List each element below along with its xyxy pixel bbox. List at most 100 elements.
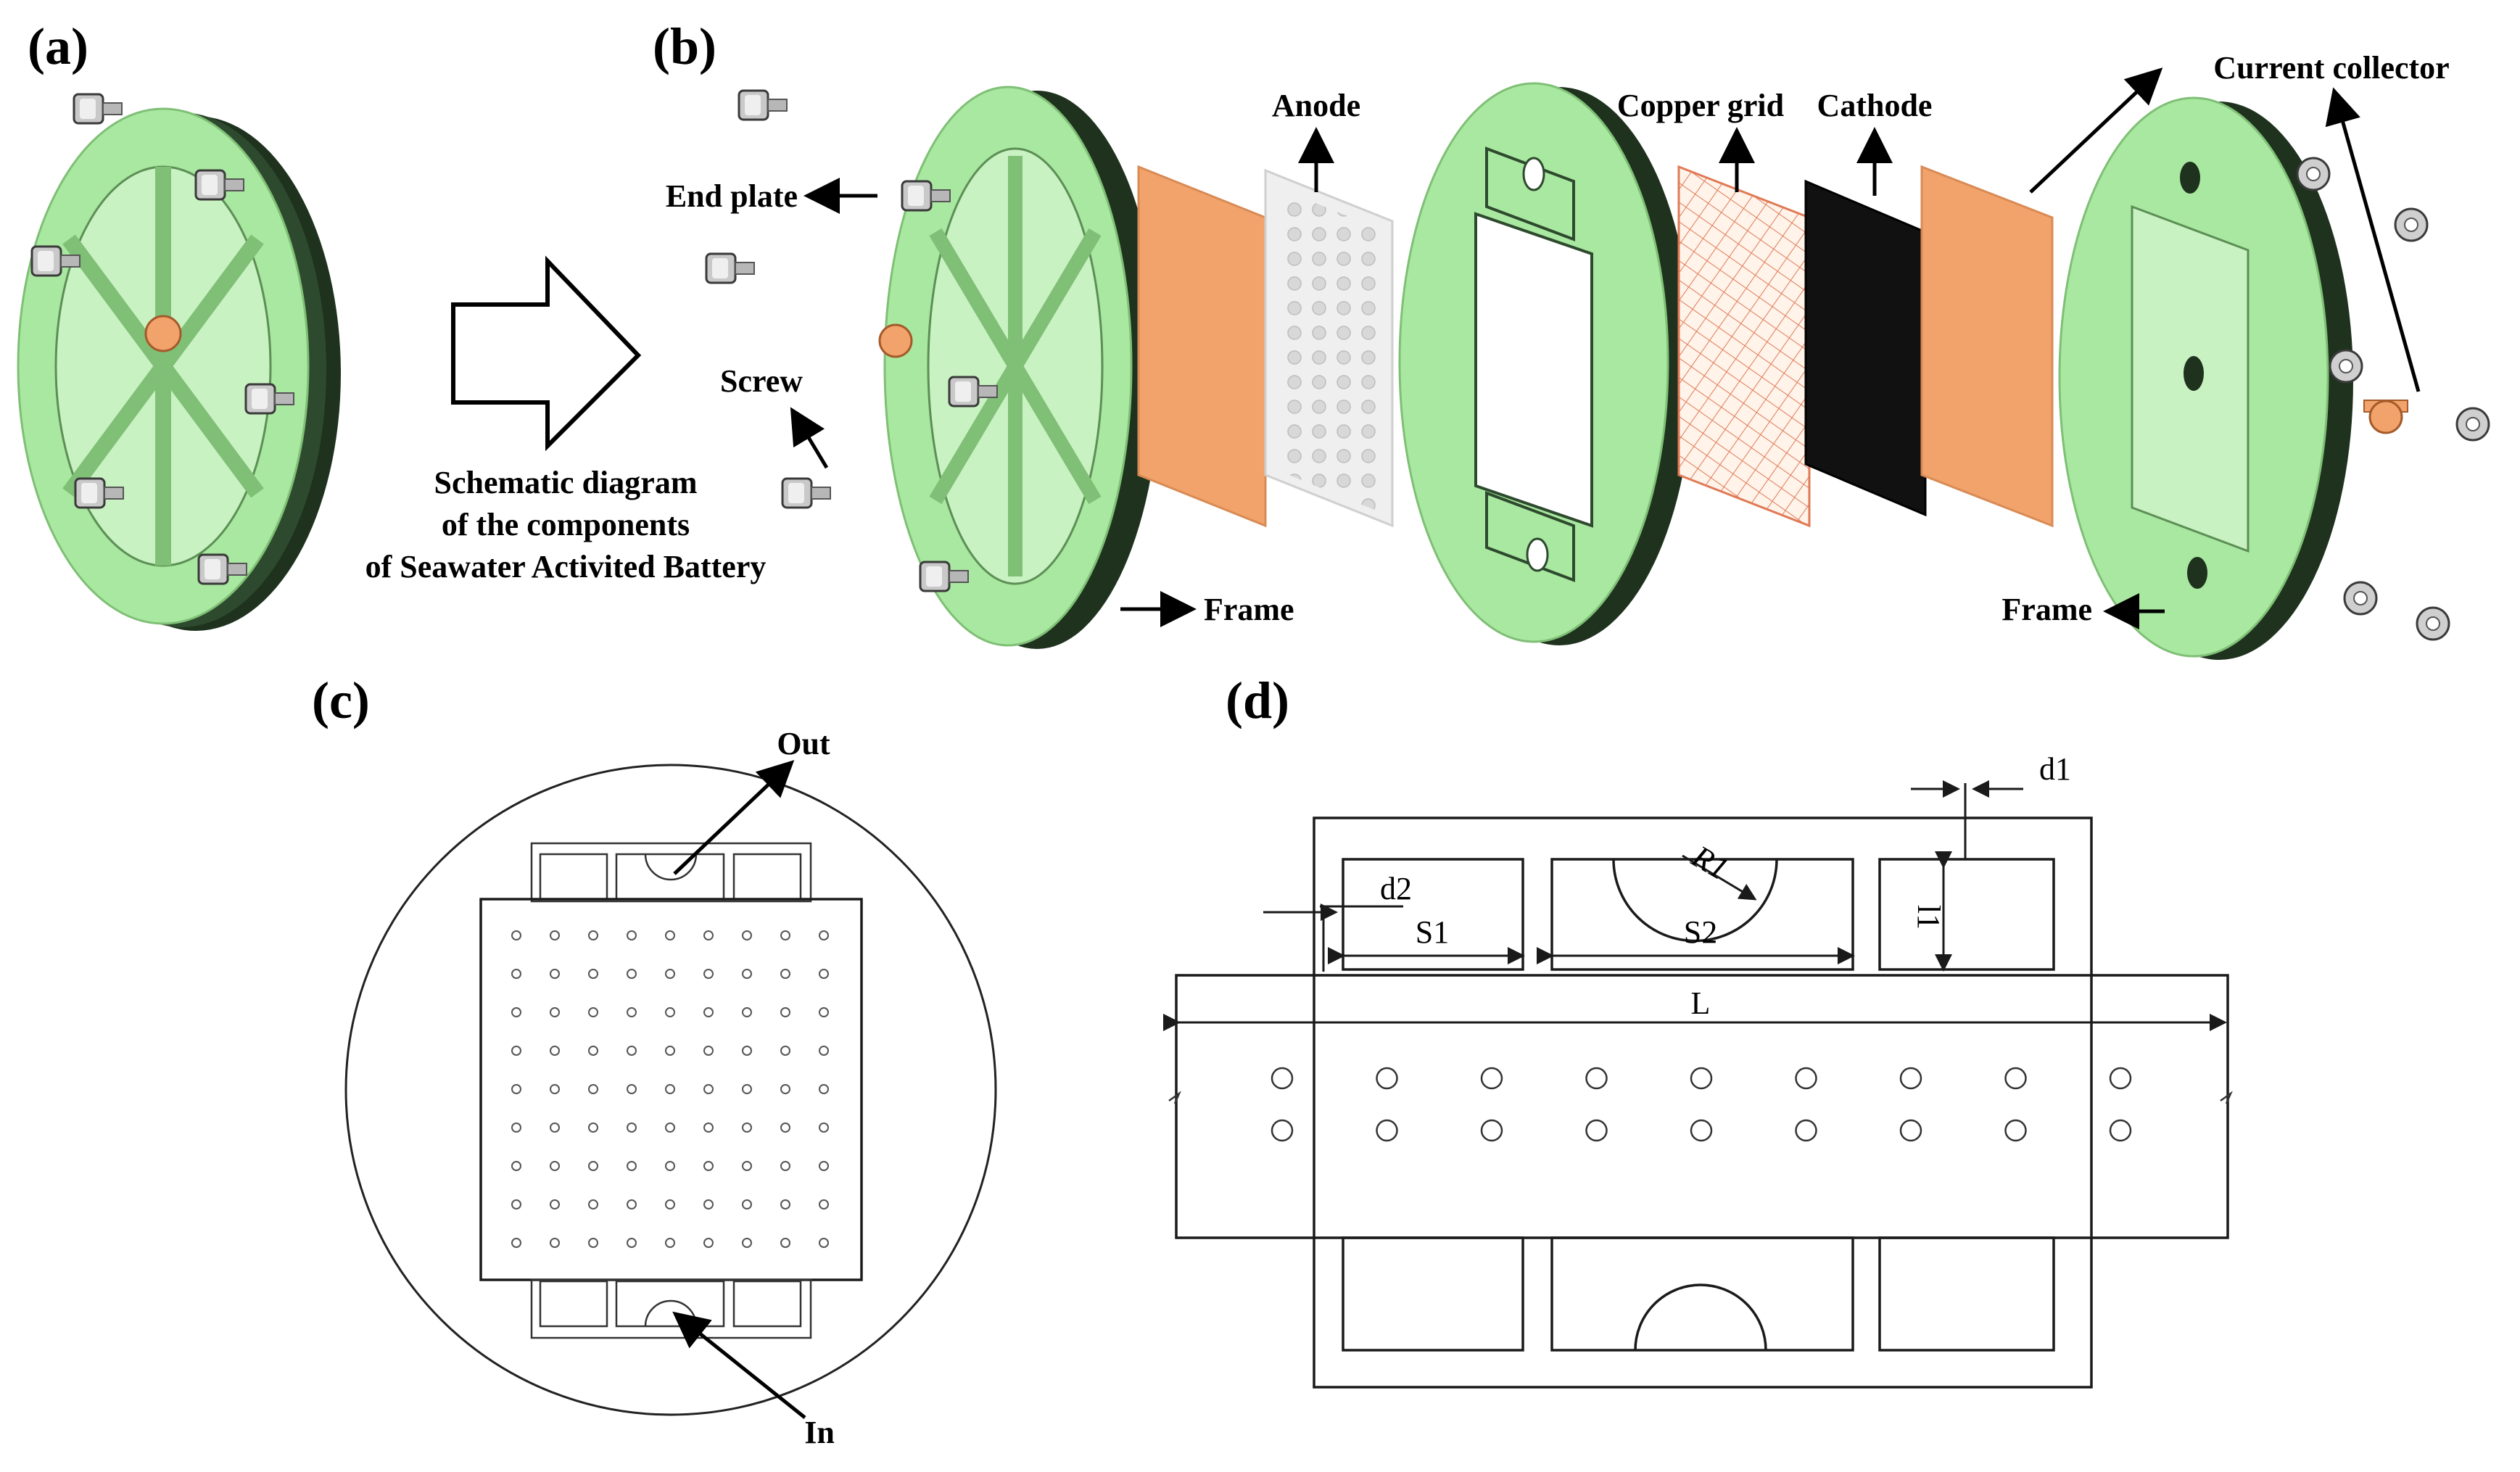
hole bbox=[780, 1046, 790, 1056]
hole bbox=[819, 1084, 829, 1094]
hole bbox=[511, 969, 521, 979]
hole bbox=[665, 1046, 675, 1056]
hole bbox=[588, 1122, 598, 1133]
hole bbox=[665, 1161, 675, 1171]
hole bbox=[1480, 1119, 1503, 1142]
hole bbox=[780, 1161, 790, 1171]
hole bbox=[780, 1199, 790, 1210]
screw-arrow bbox=[790, 407, 829, 469]
hole bbox=[819, 1122, 829, 1133]
assembled-battery bbox=[17, 93, 341, 631]
panel-label-c: (c) bbox=[312, 671, 370, 729]
current-collector-arrow-1 bbox=[2029, 67, 2163, 194]
hole bbox=[627, 1238, 637, 1248]
hole bbox=[550, 1084, 560, 1094]
hole bbox=[703, 1046, 714, 1056]
hole bbox=[819, 969, 829, 979]
right-frame bbox=[2058, 96, 2353, 660]
hole bbox=[588, 1238, 598, 1248]
hole bbox=[703, 1007, 714, 1017]
current-collector-arrow-2 bbox=[2325, 87, 2421, 392]
out-arrow bbox=[673, 760, 795, 875]
hole bbox=[1795, 1067, 1817, 1090]
dim-s1-label: S1 bbox=[1416, 914, 1449, 950]
middle-frame bbox=[1398, 82, 1693, 645]
caption-line-2: of the components bbox=[442, 507, 690, 542]
hole bbox=[665, 1238, 675, 1248]
anode-label: Anode bbox=[1272, 88, 1360, 123]
hole bbox=[703, 1084, 714, 1094]
hole bbox=[703, 1238, 714, 1248]
hole bbox=[819, 1199, 829, 1210]
hole bbox=[742, 1007, 752, 1017]
hole bbox=[665, 1007, 675, 1017]
end-plate bbox=[878, 86, 1160, 649]
cathode bbox=[1804, 179, 1927, 517]
hole bbox=[703, 969, 714, 979]
hole bbox=[665, 930, 675, 940]
hole bbox=[588, 1084, 598, 1094]
dim-s2-label: S2 bbox=[1684, 914, 1717, 950]
panel-label-a: (a) bbox=[28, 17, 88, 75]
hole bbox=[1376, 1119, 1398, 1142]
hole bbox=[1271, 1119, 1294, 1142]
hole bbox=[511, 1161, 521, 1171]
hole bbox=[2109, 1119, 2132, 1142]
hole bbox=[627, 969, 637, 979]
hole bbox=[511, 1046, 521, 1056]
hole bbox=[742, 930, 752, 940]
hole bbox=[742, 1161, 752, 1171]
hole bbox=[703, 930, 714, 940]
hole bbox=[627, 1007, 637, 1017]
dim-d2-label: d2 bbox=[1380, 871, 1412, 906]
hole bbox=[511, 1238, 521, 1248]
hole bbox=[550, 1199, 560, 1210]
hole bbox=[780, 1007, 790, 1017]
hole bbox=[627, 1046, 637, 1056]
hole bbox=[511, 1122, 521, 1133]
hole bbox=[627, 1199, 637, 1210]
dim-d1-label: d1 bbox=[2039, 751, 2071, 787]
hole bbox=[780, 930, 790, 940]
hole bbox=[1690, 1119, 1713, 1142]
hole bbox=[742, 1199, 752, 1210]
screw-icon bbox=[705, 252, 756, 284]
hole bbox=[742, 1122, 752, 1133]
hole bbox=[627, 1084, 637, 1094]
hole bbox=[780, 1238, 790, 1248]
hole bbox=[550, 1122, 560, 1133]
hole bbox=[1795, 1119, 1817, 1142]
hole bbox=[703, 1161, 714, 1171]
frame-right-label: Frame bbox=[2001, 592, 2092, 627]
hole bbox=[1585, 1067, 1608, 1090]
hole bbox=[550, 969, 560, 979]
hole bbox=[742, 1238, 752, 1248]
hole bbox=[665, 1199, 675, 1210]
caption-line-3: of Seawater Activited Battery bbox=[365, 549, 767, 584]
screw-label: Screw bbox=[720, 363, 803, 399]
hole bbox=[2109, 1067, 2132, 1090]
hole bbox=[1899, 1067, 1922, 1090]
out-label: Out bbox=[777, 726, 830, 761]
dim-l-label: L bbox=[1691, 985, 1711, 1021]
hole bbox=[550, 1007, 560, 1017]
panel-label-b: (b) bbox=[653, 17, 716, 75]
hole bbox=[819, 930, 829, 940]
hole bbox=[703, 1122, 714, 1133]
hole bbox=[665, 969, 675, 979]
hole bbox=[550, 1046, 560, 1056]
anode-hole-grid bbox=[511, 930, 829, 1248]
hole bbox=[627, 1122, 637, 1133]
hole bbox=[819, 1007, 829, 1017]
hole bbox=[2004, 1119, 2027, 1142]
screw-icon bbox=[781, 477, 832, 509]
caption-line-1: Schematic diagram bbox=[434, 465, 698, 500]
hole bbox=[819, 1238, 829, 1248]
hole bbox=[588, 969, 598, 979]
hole bbox=[1376, 1067, 1398, 1090]
hole bbox=[550, 1238, 560, 1248]
hole bbox=[511, 1199, 521, 1210]
hole bbox=[588, 1046, 598, 1056]
dim-l1-label: l1 bbox=[1911, 905, 1946, 930]
